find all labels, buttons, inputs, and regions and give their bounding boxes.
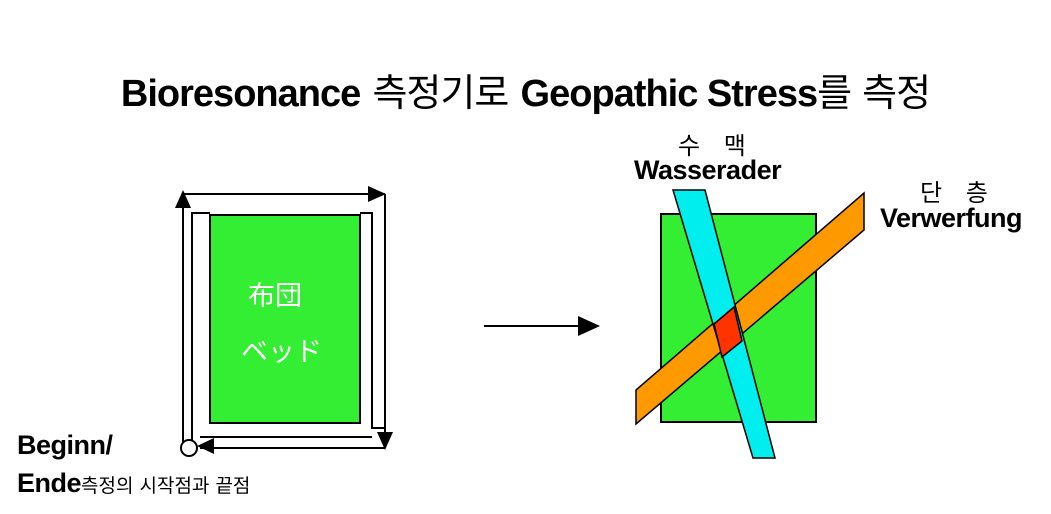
start-label-korean: 측정의 시작점과 끝점 xyxy=(81,475,251,497)
bed-label-bed: ベッド xyxy=(241,337,322,368)
title-measuring-device: 측정기로 xyxy=(372,71,509,115)
start-end-point-icon xyxy=(180,439,198,457)
fault-label: Verwerfung xyxy=(880,203,1023,233)
water-vein-label-korean: 수 맥 xyxy=(678,132,754,160)
title-bioresonance: Bioresonance xyxy=(120,73,361,115)
stress-intersection xyxy=(713,305,743,359)
title-geopathic-stress: Geopathic Stress xyxy=(520,73,819,115)
water-vein-label: Wasserader xyxy=(634,155,782,185)
path-inner xyxy=(191,212,210,448)
fault-band xyxy=(635,191,865,426)
diagram-title: Bioresonance 측정기로 Geopathic Stress를 측정 xyxy=(0,62,1051,117)
start-label-beginn: Beginn/ xyxy=(17,430,113,460)
bed-left xyxy=(209,214,361,424)
path-outer xyxy=(182,196,190,449)
bed-label-futon: 布団 xyxy=(248,281,302,312)
transition-arrow-icon xyxy=(578,316,600,336)
arrow-right-icon xyxy=(368,186,386,202)
start-label-ende-row: Ende측정의 시작점과 끝점 xyxy=(17,468,250,499)
title-measure: 를 측정 xyxy=(817,71,931,115)
start-label-ende: Ende xyxy=(17,468,82,498)
arrow-down-icon xyxy=(377,432,393,450)
arrow-up-icon xyxy=(175,190,191,208)
fault-label-korean: 단 층 xyxy=(920,179,996,207)
arrow-left-icon xyxy=(197,438,214,454)
